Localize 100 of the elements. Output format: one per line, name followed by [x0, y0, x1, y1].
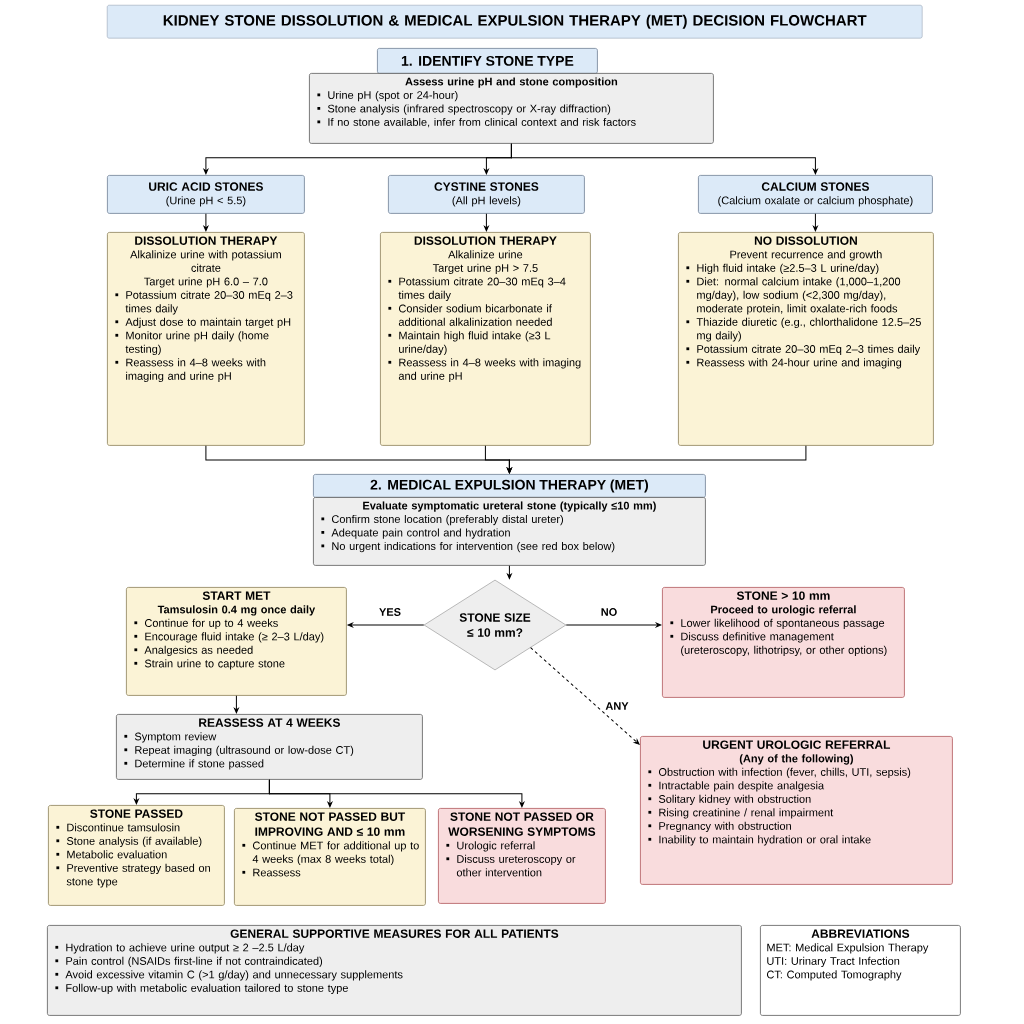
- connector-arrow: [530, 647, 640, 745]
- note-box: [47, 925, 742, 1016]
- bullet-item: Metabolic evaluation: [56, 850, 167, 859]
- bullet-item: Solitary kidney with obstruction: [648, 794, 811, 806]
- box-heading: START MET: [202, 591, 271, 600]
- bullet-item: Consider sodium bicarbonate if additional alkalinization needed: [388, 304, 552, 326]
- bullet-item: Confirm stone location (preferably distal ureter): [321, 514, 563, 526]
- bullet-item: Urologic referral: [446, 841, 535, 852]
- category-box: [388, 175, 585, 214]
- edge-label: ANY: [605, 702, 629, 710]
- connector-arrow: [347, 622, 425, 628]
- box-note: Alkalinize urine with potassium citrate: [130, 250, 281, 272]
- tab-heading: 2. MEDICAL EXPULSION THERAPY (MET): [370, 479, 648, 493]
- bullet-item: Pregnancy with obstruction: [648, 821, 791, 833]
- bullet-item: Adequate pain control and hydration: [321, 528, 510, 539]
- bullet-item: Continue MET for additional up to 4 weeks (max 8 weeks total): [242, 841, 419, 866]
- bullet-item: Discuss ureteroscopy or other intervention: [446, 854, 576, 877]
- box-subtitle: Assess urine pH and stone composition: [405, 77, 618, 88]
- box-heading: DISSOLUTION THERAPY: [414, 236, 557, 245]
- bullet-item: Monitor urine pH daily (home testing): [115, 331, 269, 356]
- decision-diamond: [423, 579, 567, 671]
- connector-arrow: [813, 213, 818, 232]
- process-box: [380, 232, 591, 446]
- box-note: (All pH levels): [452, 196, 521, 207]
- bullet-item: Potassium citrate 20–30 mEq 2–3 times daily: [686, 344, 921, 356]
- category-box: [698, 175, 933, 214]
- bullet-item: Analgesics as needed: [134, 645, 253, 657]
- bullet-item: Preventive strategy based on stone type: [56, 863, 210, 888]
- tab-heading: 1. IDENTIFY STONE TYPE: [401, 55, 574, 66]
- bullet-item: Avoid excessive vitamin C (>1 g/day) and unnecessary supplements: [55, 970, 403, 981]
- process-box: [313, 497, 706, 566]
- box-heading: DISSOLUTION THERAPY: [135, 236, 278, 245]
- box-heading: CYSTINE STONES: [434, 182, 539, 191]
- bullet-item: Hydration to achieve urine output ≥ 2 –2.5 L/day: [55, 943, 305, 954]
- bullet-item: Diet: normal calcium intake (1,000–1,200 mg/day), low sodium (<2,300 mg/day), moderate protein, limit oxalate-rich foods: [686, 277, 901, 315]
- bullet-item: Reassess: [242, 868, 301, 877]
- bullet-item: Maintain high fluid intake (≥3 L urine/day): [388, 331, 551, 356]
- bullet-item: Rising creatinine / renal impairment: [648, 808, 834, 819]
- box-note: Target urine pH > 7.5: [432, 263, 538, 275]
- box-heading: STONE NOT PASSED OR WORSENING SYMPTOMS: [448, 812, 596, 836]
- box-subtitle: Tamsulosin 0.4 mg once daily: [157, 605, 316, 616]
- box-heading: ABBREVIATIONS: [811, 929, 910, 938]
- connector-arrow: [507, 445, 807, 474]
- process-box: [126, 587, 347, 696]
- bullet-item: Determine if stone passed: [124, 759, 264, 770]
- connector-arrow: [234, 695, 239, 714]
- box-heading: URIC ACID STONES: [149, 182, 263, 191]
- process-box: [107, 232, 305, 446]
- bullet-item: Reassess with 24-hour urine and imaging: [686, 358, 902, 369]
- bullet-item: Adjust dose to maintain target pH: [115, 317, 291, 329]
- connector-arrow: [507, 565, 512, 580]
- box-heading: CALCIUM STONES: [761, 182, 869, 191]
- box-subtitle: (Any of the following): [739, 754, 853, 765]
- bullet-item: Thiazide diuretic (e.g., chlorthalidone 12.5–25 mg daily): [686, 317, 921, 342]
- box-note: Prevent recurrence and growth: [730, 250, 882, 261]
- connector-arrow: [203, 213, 209, 232]
- abbreviation-entry: UTI: Urinary Tract Infection: [767, 956, 900, 968]
- bullet-item: Continue for up to 4 weeks: [134, 618, 278, 630]
- box-heading: STONE NOT PASSED BUT IMPROVING AND ≤ 10 mm: [254, 812, 406, 836]
- bullet-item: Reassess in 4–8 weeks with imaging and urine pH: [388, 358, 581, 383]
- box-heading: STONE > 10 mm: [736, 591, 830, 600]
- bullet-item: Symptom review: [124, 732, 217, 743]
- box-heading: NO DISSOLUTION: [754, 236, 857, 245]
- bullet-item: Reassess in 4–8 weeks with imaging and urine pH: [115, 358, 266, 383]
- bullet-item: Encourage fluid intake (≥ 2–3 L/day): [134, 632, 324, 643]
- bullet-item: Discontinue tamsulosin: [56, 823, 180, 832]
- box-note: (Calcium oxalate or calcium phosphate): [718, 196, 913, 207]
- connector-arrow: [268, 779, 525, 808]
- box-subtitle: Evaluate symptomatic ureteral stone (typically ≤10 mm): [363, 501, 656, 512]
- alert-box: [640, 736, 953, 885]
- alert-box: [662, 587, 905, 698]
- box-heading: STONE PASSED: [90, 809, 183, 818]
- box-heading: STONE SIZE ≤ 10 mm?: [459, 613, 531, 637]
- alert-box: [438, 808, 606, 904]
- bullet-item: Stone analysis (if available): [56, 836, 202, 848]
- bullet-item: No urgent indications for intervention (see red box below): [321, 541, 615, 553]
- box-subtitle: Proceed to urologic referral: [711, 605, 856, 616]
- bullet-item: Discuss definitive management (ureteroscopy, lithotripsy, or other options): [670, 632, 887, 657]
- process-box: [116, 714, 423, 780]
- bullet-item: Pain control (NSAIDs first-line if not contraindicated): [55, 956, 323, 968]
- abbreviations-box: [760, 925, 961, 1016]
- box-note: (Urine pH < 5.5): [166, 196, 246, 207]
- bullet-item: Obstruction with infection (fever, chills, UTI, sepsis): [648, 767, 911, 779]
- edge-label: NO: [601, 608, 617, 616]
- bullet-item: Follow-up with metabolic evaluation tailored to stone type: [55, 983, 348, 995]
- box-note: Target urine pH 6.0 – 7.0: [144, 277, 268, 288]
- process-box: [309, 73, 714, 144]
- bullet-item: Strain urine to capture stone: [134, 659, 285, 670]
- bullet-item: High fluid intake (≥2.5–3 L urine/day): [686, 263, 879, 275]
- connector-arrow: [484, 213, 489, 232]
- bullet-item: Potassium citrate 20–30 mEq 3–4 times daily: [388, 277, 566, 302]
- box-heading: URGENT UROLOGIC REFERRAL: [703, 740, 891, 749]
- bullet-item: Potassium citrate 20–30 mEq 2–3 times daily: [115, 290, 293, 315]
- bullet-item: Urine pH (spot or 24-hour): [317, 90, 458, 102]
- category-box: [107, 175, 305, 214]
- process-box: [678, 232, 934, 446]
- abbreviation-entry: MET: Medical Expulsion Therapy: [767, 943, 929, 954]
- connector-arrow: [510, 143, 818, 175]
- process-box: [234, 808, 426, 906]
- bullet-item: Intractable pain despite analgesia: [648, 781, 825, 792]
